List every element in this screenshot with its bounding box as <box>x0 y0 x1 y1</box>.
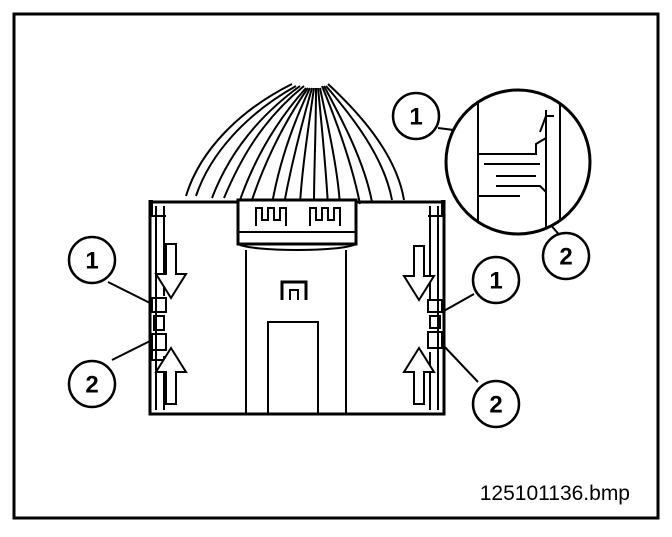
figure-frame <box>12 12 660 520</box>
callout-detail-1-label: 1 <box>409 104 422 131</box>
callout-detail-1: 1 <box>391 91 441 141</box>
center-post <box>245 250 347 414</box>
left-up-arrow <box>154 346 188 405</box>
callout-left-2: 2 <box>67 359 117 409</box>
callout-left-1-label: 1 <box>85 248 98 275</box>
callout-detail-2: 2 <box>541 231 591 281</box>
detail-inset <box>444 88 592 236</box>
right-up-arrow <box>402 346 436 405</box>
wire-collar <box>236 198 358 251</box>
left-terminal <box>151 297 167 361</box>
callout-right-1-label: 1 <box>489 268 502 295</box>
wire-bundle <box>185 83 405 207</box>
callout-detail-2-label: 2 <box>559 244 572 271</box>
callout-right-1: 1 <box>471 255 521 305</box>
image-filename: 125101136.bmp <box>479 482 630 505</box>
callout-left-2-label: 2 <box>85 372 98 399</box>
callout-right-2-label: 2 <box>489 392 502 419</box>
left-down-arrow <box>154 243 188 300</box>
callout-left-1: 1 <box>67 235 117 285</box>
right-down-arrow <box>402 245 436 302</box>
callout-right-2: 2 <box>471 379 521 429</box>
right-terminal <box>427 299 443 349</box>
